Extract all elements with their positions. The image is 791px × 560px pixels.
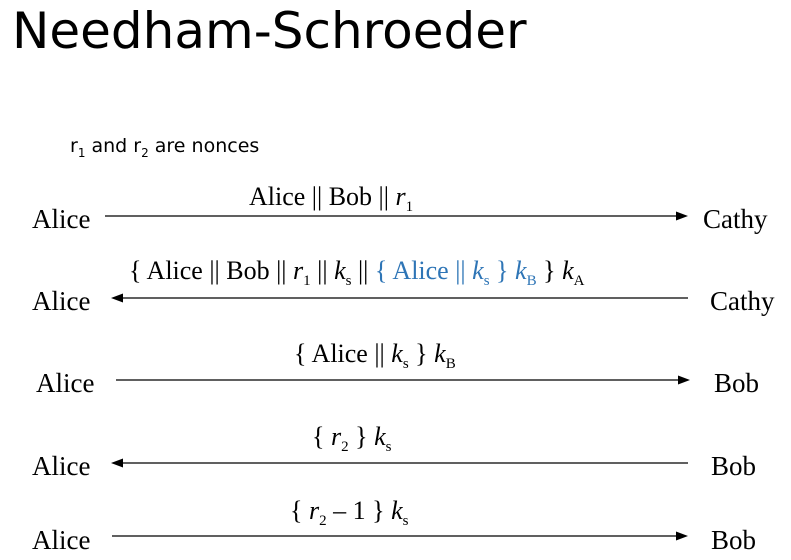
message-4: { r2 } ks — [312, 422, 392, 456]
party-right: Bob — [711, 451, 757, 481]
message-2: { Alice || Bob || r1 || ks || { Alice ||… — [129, 256, 585, 290]
message-5: { r2 – 1 } ks — [290, 496, 409, 530]
nonce-note: r1 and r2 are nonces — [70, 135, 260, 160]
party-left: Alice — [32, 286, 91, 316]
arrowhead-3 — [678, 375, 690, 385]
party-right: Bob — [711, 525, 757, 555]
party-right: Cathy — [703, 204, 768, 234]
arrowhead-2 — [111, 293, 123, 303]
page-title: Needham-Schroeder — [12, 2, 527, 60]
message-1: Alice || Bob || r1 — [249, 182, 414, 216]
party-left: Alice — [32, 525, 91, 555]
party-left: Alice — [32, 204, 91, 234]
arrowhead-4 — [111, 458, 123, 468]
party-left: Alice — [32, 451, 91, 481]
party-left: Alice — [36, 368, 95, 398]
arrowhead-5 — [676, 531, 688, 541]
arrowhead-1 — [676, 211, 688, 221]
party-right: Cathy — [710, 286, 775, 316]
encrypted-ticket: { Alice || ks } kB — [374, 256, 537, 290]
party-right: Bob — [714, 368, 760, 398]
message-3: { Alice || ks } kB — [294, 339, 456, 373]
